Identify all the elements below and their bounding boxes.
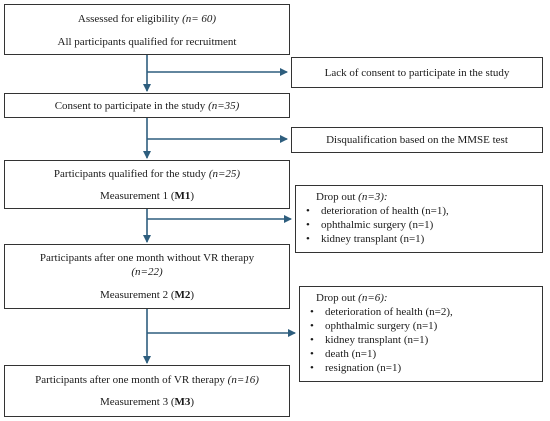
no-consent-label: Lack of consent to participate in the st…: [324, 67, 510, 79]
no-vr-box: Participants after one month without VR …: [4, 244, 290, 309]
vr-label: Participants after one month of VR thera…: [35, 374, 225, 386]
dropout2-title: Drop out: [316, 292, 356, 304]
list-item: kidney transplant (n=1): [296, 232, 542, 246]
dropout2-box: Drop out (n=6): deterioration of health …: [299, 286, 543, 382]
dropout1-n: (n=3):: [358, 191, 388, 203]
list-item: deterioration of health (n=1),: [296, 204, 542, 218]
qualified-label: Participants qualified for the study: [53, 168, 207, 180]
disqualification-box: Disqualification based on the MMSE test: [291, 127, 543, 153]
disqualification-label: Disqualification based on the MMSE test: [326, 134, 508, 146]
list-item: ophthalmic surgery (n=1): [300, 319, 542, 333]
dropout2-list: deterioration of health (n=2), ophthalmi…: [300, 305, 542, 375]
no-vr-n: (n=22): [131, 266, 163, 278]
list-item: death (n=1): [300, 347, 542, 361]
dropout1-box: Drop out (n=3): deterioration of health …: [295, 185, 543, 253]
no-vr-label: Participants after one month without VR …: [39, 252, 255, 264]
list-item: kidney transplant (n=1): [300, 333, 542, 347]
list-item: ophthalmic surgery (n=1): [296, 218, 542, 232]
consent-n: (n=35): [208, 100, 240, 112]
eligibility-line2: All participants qualified for recruitme…: [57, 36, 237, 48]
vr-box: Participants after one month of VR thera…: [4, 365, 290, 417]
measurement-2: Measurement 2 (M2): [99, 289, 195, 301]
eligibility-box: Assessed for eligibility (n= 60) All par…: [4, 4, 290, 55]
eligibility-n: (n= 60): [182, 13, 217, 25]
list-item: deterioration of health (n=2),: [300, 305, 542, 319]
eligibility-line1: Assessed for eligibility (n= 60): [5, 12, 289, 26]
measurement-1: Measurement 1 (M1): [99, 190, 195, 202]
dropout1-list: deterioration of health (n=1), ophthalmi…: [296, 204, 542, 246]
no-consent-box: Lack of consent to participate in the st…: [291, 57, 543, 88]
qualified-n: (n=25): [208, 168, 241, 180]
list-item: resignation (n=1): [300, 361, 542, 375]
vr-n: (n=16): [227, 374, 259, 386]
consent-box: Consent to participate in the study (n=3…: [4, 93, 290, 118]
dropout2-n: (n=6):: [358, 292, 388, 304]
qualified-box: Participants qualified for the study (n=…: [4, 160, 290, 209]
consent-label: Consent to participate in the study: [54, 100, 206, 112]
dropout1-title: Drop out: [316, 191, 356, 203]
eligibility-label: Assessed for eligibility: [77, 13, 180, 25]
measurement-3: Measurement 3 (M3): [99, 396, 195, 408]
